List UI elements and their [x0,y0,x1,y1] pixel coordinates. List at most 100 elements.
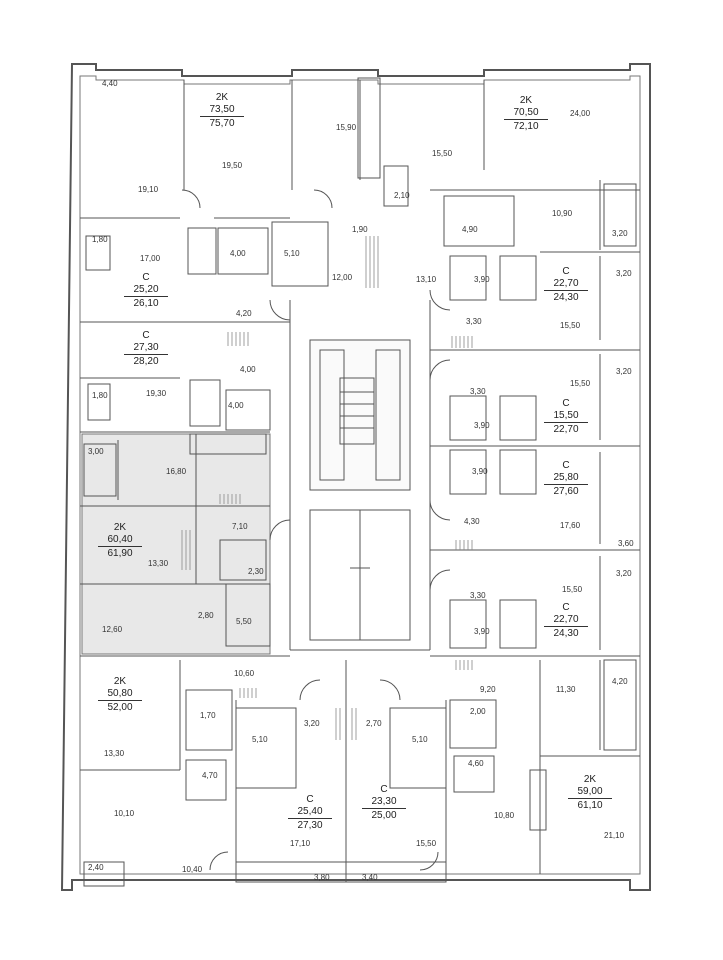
room-area: 21,10 [604,831,625,840]
room-area: 16,80 [166,467,187,476]
stair-core [309,339,411,491]
apartment-living-area: 15,50 [553,409,579,421]
room-area: 5,10 [252,735,268,744]
apartment-living-area: 73,50 [209,103,235,115]
room-area: 1,80 [92,391,108,400]
apartment-living-area: 22,70 [553,277,579,289]
room-area: 17,00 [140,254,161,263]
room-area: 15,90 [336,123,357,132]
room-area: 3,90 [474,275,490,284]
room-area: 3,30 [470,591,486,600]
room-area: 1,90 [352,225,368,234]
room-area: 3,90 [472,467,488,476]
apartment-type: C [562,460,570,471]
apartment-type: C [142,330,150,341]
room-area: 19,50 [222,161,243,170]
room-area: 11,30 [556,685,576,694]
apartment-total-area: 26,10 [124,296,168,310]
apartment-type: C [142,272,150,283]
building-outline [60,63,651,891]
room-area: 4,40 [102,79,118,88]
apartment-living-area: 59,00 [577,785,603,797]
room-area: 4,20 [612,677,628,686]
apartment-total-area: 24,30 [544,626,588,640]
room-area: 3,20 [304,719,320,728]
apartment-type: 2K [215,92,229,103]
room-area: 4,70 [202,771,218,780]
room-area: 12,00 [332,273,353,282]
apartment-label: 2K 73,50 75,70 [192,92,252,130]
room-area: 3,30 [470,387,486,396]
room-area: 3,20 [616,569,632,578]
room-area: 12,60 [102,625,123,634]
room-area: 3,30 [466,317,482,326]
room-area: 10,40 [182,865,203,874]
room-area: 3,20 [616,269,632,278]
apartment-type: C [562,266,570,277]
apartment-label: 2K 60,40 61,90 [90,522,150,560]
apartment-type: 2K [113,676,127,687]
apartment-label: C 22,70 24,30 [536,602,596,640]
room-area: 24,00 [570,109,591,118]
room-area: 10,10 [114,809,135,818]
apartment-total-area: 75,70 [200,116,244,130]
apartment-type: C [306,794,314,805]
room-area: 13,10 [416,275,437,284]
apartment-label: C 25,80 27,60 [536,460,596,498]
apartment-type: C [562,602,570,613]
room-area: 4,30 [464,517,480,526]
apartment-type: 2K [519,95,533,106]
room-area: 15,50 [562,585,583,594]
apartment-total-area: 25,00 [362,808,406,822]
room-area: 5,10 [284,249,300,258]
apartment-label: C 23,30 25,00 [354,784,414,822]
apartment-label: C 25,40 27,30 [280,794,340,832]
room-area: 10,90 [552,209,573,218]
apartment-total-area: 61,10 [568,798,612,812]
apartment-total-area: 61,90 [98,546,142,560]
apartment-type: C [380,784,388,795]
room-area: 3,90 [474,421,490,430]
apartment-living-area: 25,80 [553,471,579,483]
room-area: 15,50 [560,321,581,330]
apartment-total-area: 27,60 [544,484,588,498]
apartment-type: C [562,398,570,409]
apartment-label: C 25,20 26,10 [116,272,176,310]
room-area: 15,50 [432,149,453,158]
room-area: 2,30 [248,567,264,576]
room-area: 4,60 [468,759,484,768]
room-area: 3,80 [314,873,330,882]
room-area: 4,20 [236,309,252,318]
room-area: 3,00 [88,447,104,456]
room-area: 7,10 [232,522,248,531]
room-area: 1,80 [92,235,108,244]
apartment-living-area: 60,40 [107,533,133,545]
apartment-living-area: 23,30 [371,795,397,807]
room-area: 3,20 [612,229,628,238]
apartment-total-area: 27,30 [288,818,332,832]
apartment-label: 2K 50,80 52,00 [90,676,150,714]
room-area: 4,00 [230,249,246,258]
apartment-label: C 22,70 24,30 [536,266,596,304]
room-area: 9,20 [480,685,496,694]
room-area: 1,70 [200,711,216,720]
room-area: 19,10 [138,185,159,194]
room-area: 4,90 [462,225,478,234]
apartment-living-area: 27,30 [133,341,159,353]
room-area: 17,10 [290,839,311,848]
room-area: 2,40 [88,863,104,872]
apartment-label: 2K 59,00 61,10 [560,774,620,812]
apartment-type: 2K [583,774,597,785]
room-area: 3,60 [618,539,634,548]
apartment-total-area: 28,20 [124,354,168,368]
room-area: 10,80 [494,811,515,820]
apartment-total-area: 52,00 [98,700,142,714]
room-area: 2,00 [470,707,486,716]
room-area: 3,90 [474,627,490,636]
room-area: 15,50 [570,379,591,388]
room-area: 3,20 [616,367,632,376]
apartment-total-area: 24,30 [544,290,588,304]
apartment-living-area: 50,80 [107,687,133,699]
highlighted-apartment [81,433,271,655]
apartment-total-area: 22,70 [544,422,588,436]
